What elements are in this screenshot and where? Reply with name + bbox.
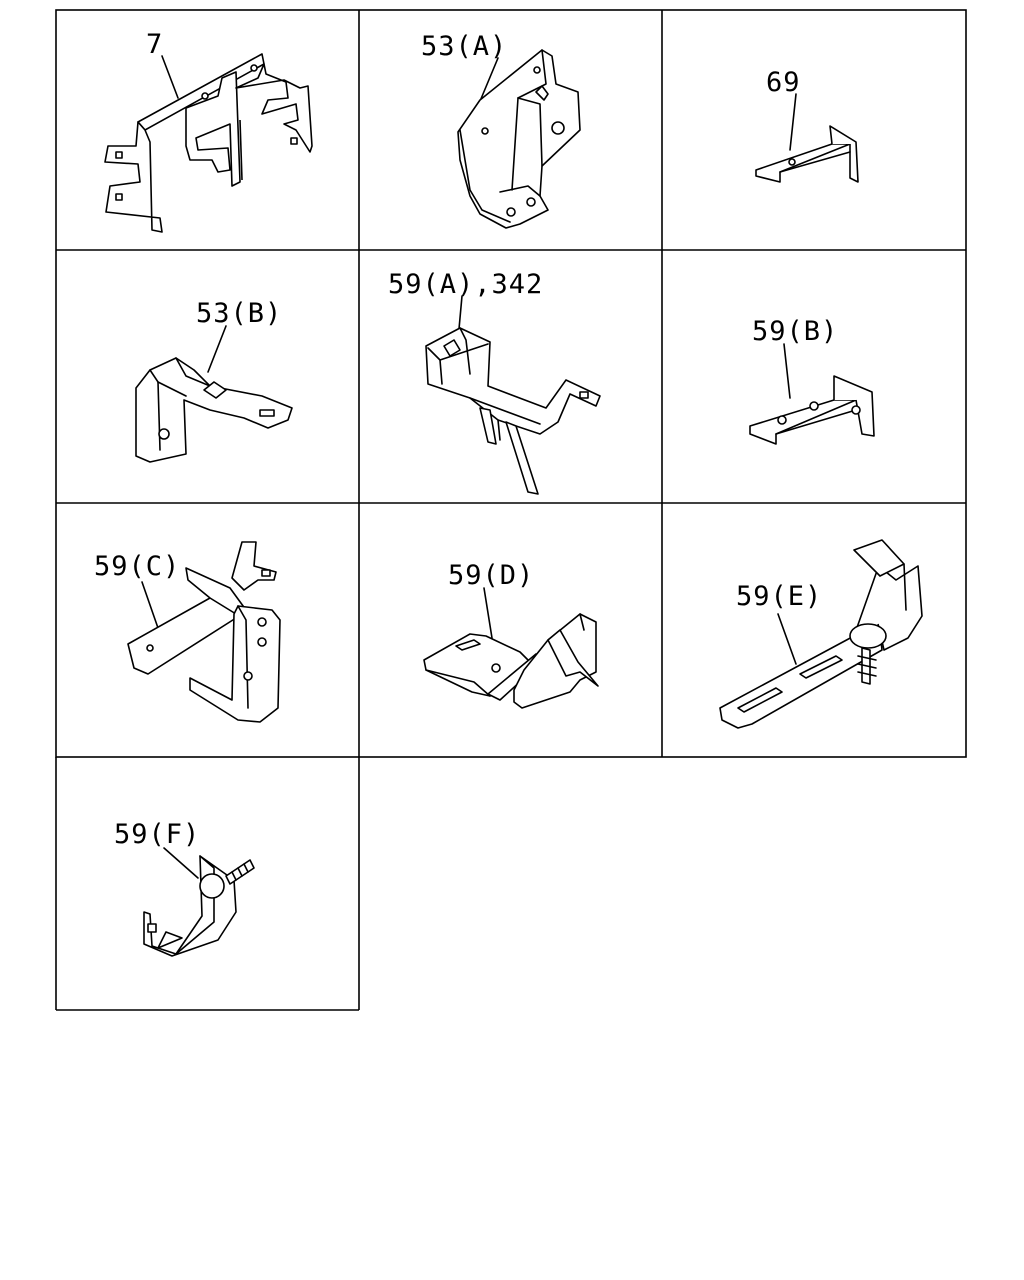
leader-line bbox=[783, 343, 791, 399]
part-label-59c: 59(C) bbox=[94, 551, 180, 582]
bracket-drawing bbox=[135, 357, 293, 463]
part-cell-59e[interactable]: 59(E) bbox=[719, 539, 923, 729]
part-cell-7[interactable]: 7 bbox=[104, 29, 313, 233]
bracket-drawing bbox=[127, 541, 281, 723]
part-label-59e: 59(E) bbox=[736, 581, 822, 612]
bracket-drawing bbox=[143, 855, 255, 957]
part-cell-59c[interactable]: 59(C) bbox=[94, 541, 281, 723]
part-cell-59b[interactable]: 59(B) bbox=[749, 316, 875, 445]
bracket-drawing bbox=[423, 613, 599, 709]
part-cell-59d[interactable]: 59(D) bbox=[423, 560, 599, 709]
part-cell-53b[interactable]: 53(B) bbox=[135, 298, 293, 463]
part-cell-59a[interactable]: 59(A),342 bbox=[388, 269, 601, 495]
grid-frame bbox=[55, 9, 967, 1011]
bracket-drawing bbox=[719, 539, 923, 729]
part-cell-53a[interactable]: 53(A) bbox=[421, 31, 581, 229]
leader-line bbox=[141, 581, 159, 629]
bracket-drawing bbox=[425, 327, 601, 495]
part-label-59f: 59(F) bbox=[114, 819, 200, 850]
part-label-53a: 53(A) bbox=[421, 31, 507, 62]
bracket-drawing bbox=[457, 49, 581, 229]
part-label-59a-342: 59(A),342 bbox=[388, 269, 543, 300]
bracket-drawing bbox=[755, 125, 859, 183]
part-label-69: 69 bbox=[766, 67, 801, 98]
leader-line bbox=[483, 587, 493, 639]
leader-line bbox=[789, 93, 797, 151]
part-label-7: 7 bbox=[146, 29, 163, 60]
bracket-drawing bbox=[104, 53, 313, 233]
leader-line bbox=[161, 55, 179, 99]
part-cell-69[interactable]: 69 bbox=[755, 67, 859, 183]
part-label-53b: 53(B) bbox=[196, 298, 282, 329]
leader-line bbox=[207, 325, 227, 373]
part-label-59d: 59(D) bbox=[448, 560, 534, 591]
leader-line bbox=[777, 613, 797, 665]
bracket-drawing bbox=[749, 375, 875, 445]
part-label-59b: 59(B) bbox=[752, 316, 838, 347]
leader-line bbox=[163, 847, 199, 879]
part-cell-59f[interactable]: 59(F) bbox=[114, 819, 255, 957]
